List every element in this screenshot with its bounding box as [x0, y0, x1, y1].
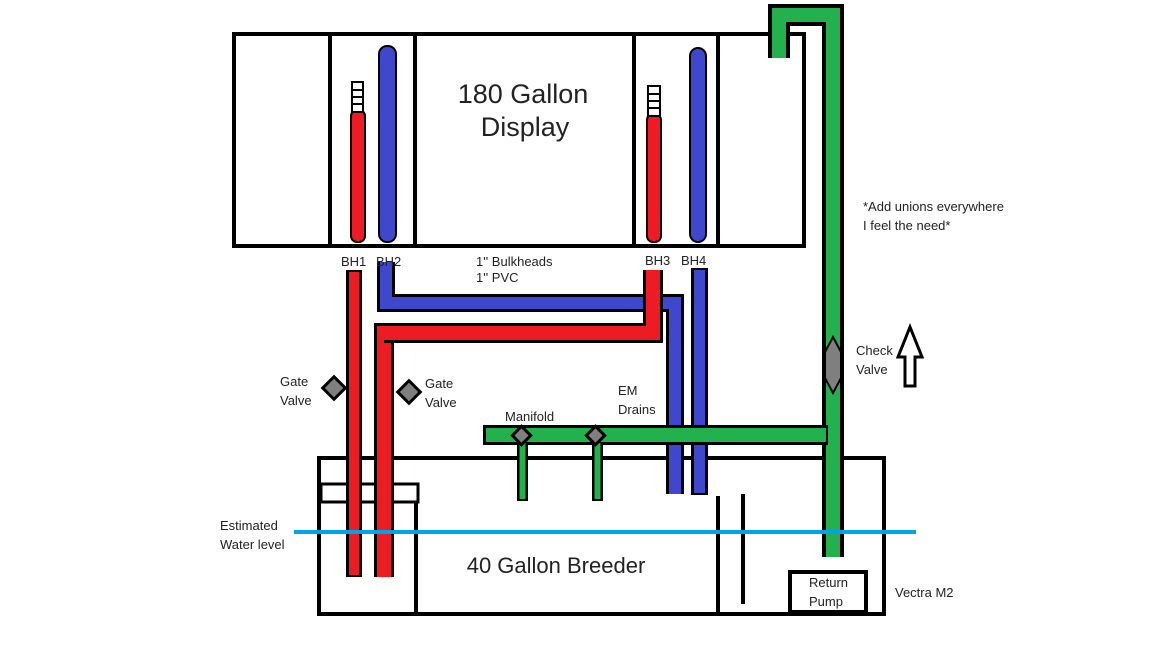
- water-level-label-line2: Water level: [220, 537, 285, 552]
- gate-valve-left-icon[interactable]: [320, 374, 348, 402]
- em-drains-label-line1: EM: [618, 383, 638, 398]
- bulkhead-spec-line2: 1'' PVC: [476, 270, 519, 285]
- label-bh3: BH3: [645, 253, 670, 268]
- pump-label-line2: Pump: [809, 594, 843, 609]
- gate-valve-right-icon[interactable]: [395, 378, 423, 406]
- label-bh1: BH1: [341, 254, 366, 269]
- manifold-pipe: [483, 425, 828, 501]
- manifold-valve-1-icon[interactable]: [510, 424, 533, 447]
- em-drains-label-line2: Drains: [618, 402, 656, 417]
- gate-valve-right-label-line2: Valve: [425, 395, 457, 410]
- note-line1: *Add unions everywhere: [863, 199, 1004, 214]
- sump-title: 40 Gallon Breeder: [467, 553, 646, 578]
- drain-pipe-bh1: [346, 270, 362, 577]
- drain-pipe-bh2: [377, 262, 684, 494]
- return-pipe: [768, 4, 844, 557]
- check-valve-label-line2: Valve: [856, 362, 888, 377]
- bulkhead-spec-line1: 1'' Bulkheads: [476, 254, 553, 269]
- standpipe-bh4: [689, 47, 707, 243]
- standpipe-bh2: [378, 45, 397, 243]
- gate-valve-right-label-line1: Gate: [425, 376, 453, 391]
- gate-valve-left-label-line1: Gate: [280, 374, 308, 389]
- drain-pipe-bh4: [691, 268, 708, 495]
- up-arrow-icon: [895, 322, 925, 388]
- check-valve-icon[interactable]: [824, 334, 842, 396]
- drain-pipe-bh3-overlap: [384, 270, 663, 343]
- gate-valve-left-label-line2: Valve: [280, 393, 312, 408]
- water-level-label-line1: Estimated: [220, 518, 278, 533]
- label-bh2: BH2: [376, 254, 401, 269]
- pump-model-label: Vectra M2: [895, 585, 954, 600]
- display-title-line1: 180 Gallon: [458, 79, 589, 109]
- note-line2: I feel the need*: [863, 218, 950, 233]
- standpipe-bh3: [646, 85, 662, 243]
- label-bh4: BH4: [681, 253, 706, 268]
- display-title-line2: Display: [481, 112, 570, 142]
- manifold-label: Manifold: [505, 409, 554, 424]
- manifold-valve-2-icon[interactable]: [584, 424, 607, 447]
- display-tank: [232, 32, 806, 248]
- pump-label-line1: Return: [809, 575, 848, 590]
- check-valve-label-line1: Check: [856, 343, 893, 358]
- standpipe-bh1: [350, 81, 366, 243]
